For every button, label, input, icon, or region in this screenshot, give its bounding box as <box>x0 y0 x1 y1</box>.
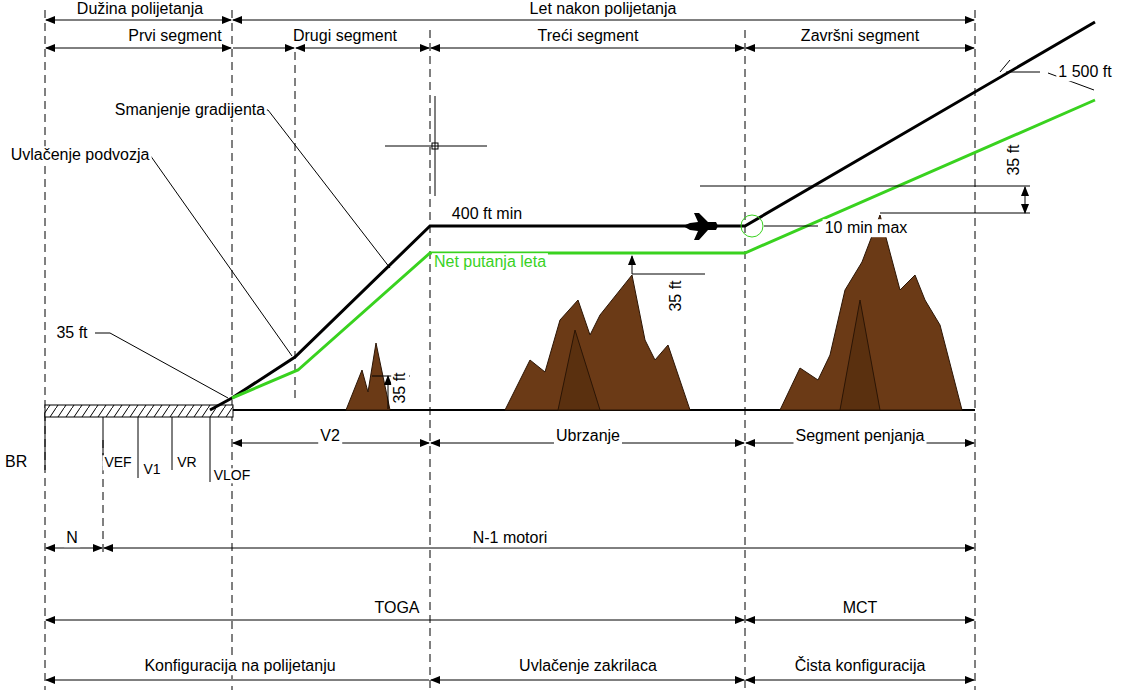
config-label: Konfiguracija na polijetanju <box>142 657 337 675</box>
height-label: 35 ft <box>1005 142 1023 177</box>
time-label: 10 min max <box>823 219 910 237</box>
segment-label: Prvi segment <box>126 27 223 45</box>
height-label: 400 ft min <box>450 205 524 223</box>
path-label: Net putanja leta <box>432 253 548 271</box>
engine-label: N-1 motori <box>471 529 550 547</box>
segment-label: Treći segment <box>536 27 641 45</box>
segment-label: Drugi segment <box>291 27 399 45</box>
speed-label: VEF <box>102 455 133 470</box>
engine-label: N <box>64 529 80 547</box>
callout-label: Smanjenje gradijenta <box>113 101 267 119</box>
phase-label: Segment penjanja <box>794 427 927 445</box>
phase-label: Ubrzanje <box>554 427 622 445</box>
dimension-label: Let nakon polijetanja <box>528 0 679 18</box>
segment-label: Završni segment <box>799 27 921 45</box>
config-label: Čista konfiguracija <box>793 657 928 675</box>
speed-label: V2 <box>318 427 342 445</box>
height-label: 35 ft <box>667 278 685 313</box>
thrust-label: MCT <box>841 599 880 617</box>
dimension-label: Dužina polijetanja <box>75 0 205 18</box>
thrust-label: TOGA <box>372 599 421 617</box>
height-label: 35 ft <box>54 324 89 342</box>
callout-label: Uvlačenje podvozja <box>9 146 152 164</box>
height-label: 35 ft <box>391 370 409 405</box>
height-label: 1 500 ft <box>1056 63 1113 81</box>
config-label: Uvlačenje zakrilaca <box>517 657 659 675</box>
speed-label: VLOF <box>212 468 253 483</box>
speed-label: VR <box>175 455 198 470</box>
speed-label: BR <box>3 453 29 471</box>
speed-label: V1 <box>141 462 162 477</box>
